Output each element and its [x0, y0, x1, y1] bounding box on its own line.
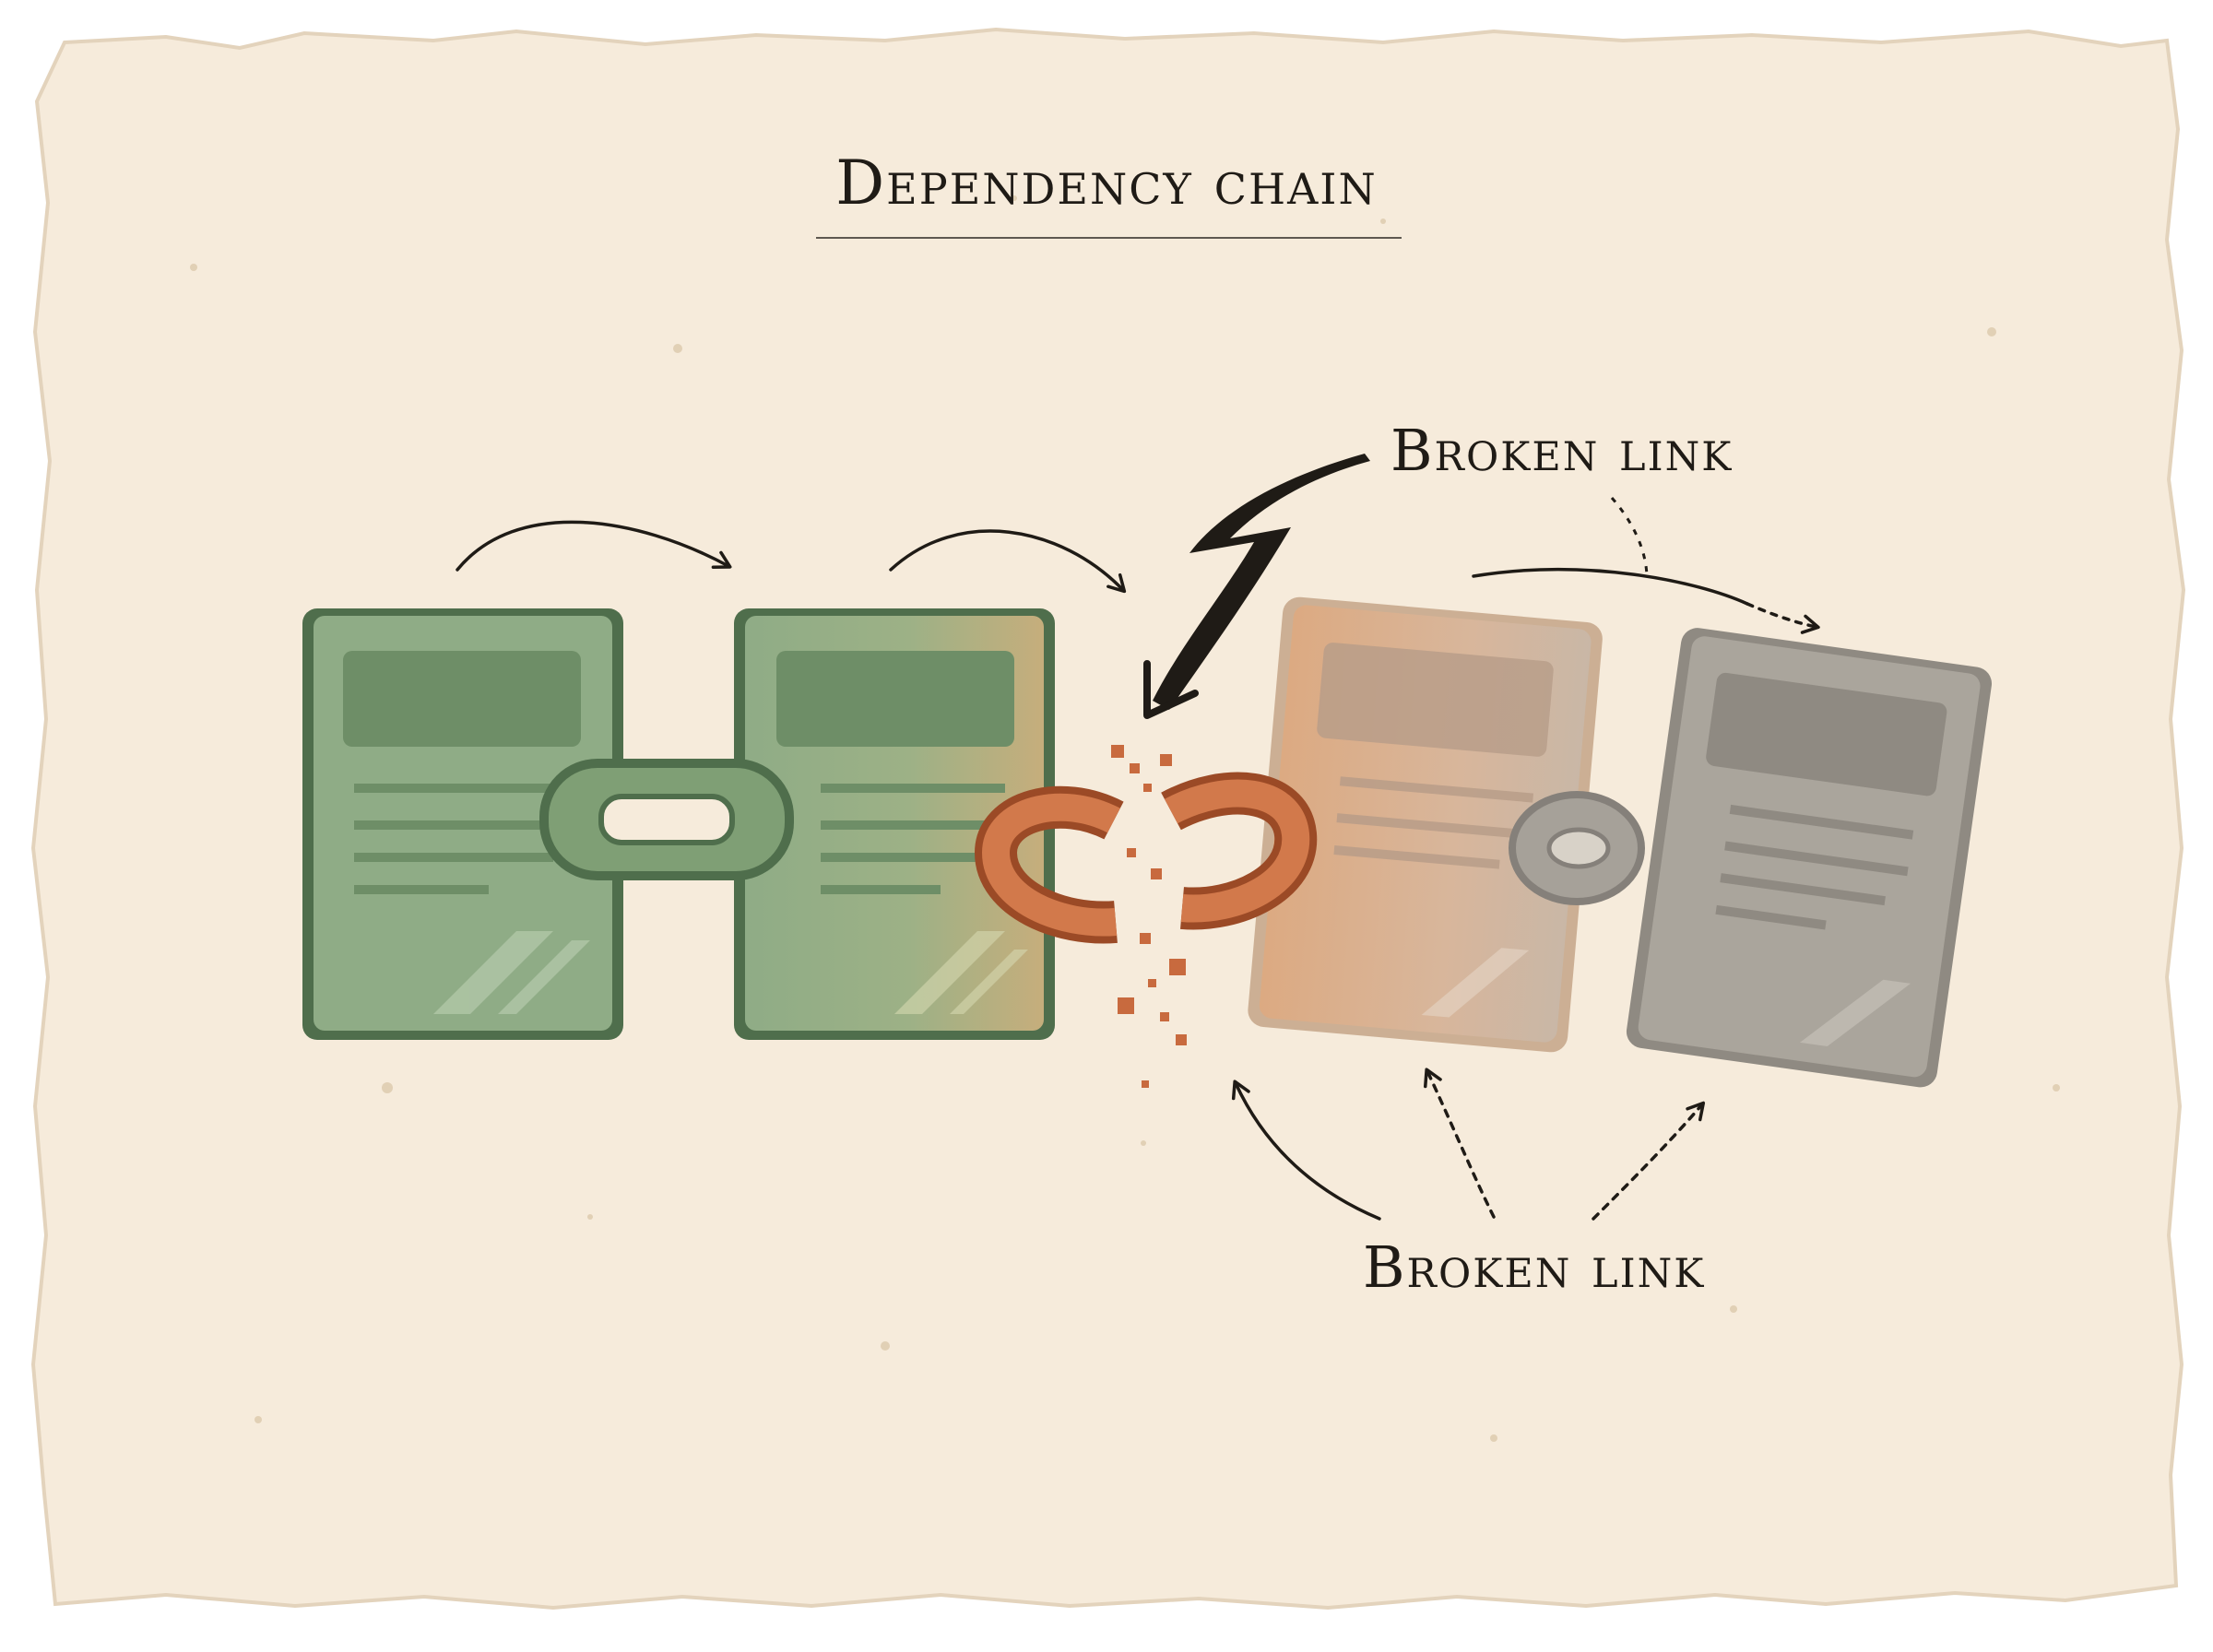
- flow-arrows: [456, 520, 1820, 634]
- flow-arrow-3-dashed: [1746, 602, 1820, 634]
- bottom-arrow-to-doc3: [1231, 1080, 1381, 1221]
- diagram-title: Dependency chain: [835, 148, 1378, 218]
- document-1-text-lines: [354, 784, 562, 894]
- broken-link-label-top: Broken link: [1391, 417, 1734, 484]
- broken-chain-link: [974, 745, 1318, 1088]
- document-node-2: [734, 608, 1055, 1040]
- document-node-4: [1626, 628, 1993, 1088]
- chain-link-intact: [539, 759, 794, 880]
- document-4-header-block: [1706, 672, 1947, 796]
- flow-arrow-2: [889, 529, 1127, 594]
- document-node-1: [302, 608, 623, 1040]
- document-4-text-lines: [1715, 804, 1914, 930]
- document-node-3: [1248, 596, 1603, 1053]
- document-2-header-block: [776, 651, 1014, 747]
- broken-link-left-half-fill: [981, 793, 1120, 937]
- document-3-header-block: [1317, 643, 1554, 757]
- document-2-shine: [894, 931, 1028, 1014]
- document-3-shine: [1421, 948, 1530, 1018]
- document-1-header-block: [343, 651, 581, 747]
- document-2-text-lines: [821, 784, 1005, 894]
- document-4-shine: [1799, 979, 1911, 1047]
- flow-arrow-1: [456, 520, 732, 572]
- chain-link-faded-hole: [1546, 827, 1611, 869]
- lightning-arrow-shape: [1153, 454, 1370, 710]
- bottom-label-arrows: [1231, 1068, 1706, 1221]
- bottom-arrow-to-doc4-left: [1423, 1068, 1496, 1219]
- chain-link-intact-hole: [598, 794, 735, 845]
- broken-link-debris: [1111, 745, 1187, 1088]
- chain-link-faded: [1509, 791, 1645, 905]
- broken-link-right-half-fill: [1164, 779, 1310, 923]
- flow-arrow-3: [1472, 568, 1749, 606]
- lightning-arrow-head: [1143, 660, 1199, 719]
- broken-link-pointer-arrow: [1143, 454, 1370, 719]
- document-1-shine: [433, 931, 590, 1014]
- bottom-arrow-to-doc4-right: [1592, 1101, 1706, 1221]
- document-3-text-lines: [1333, 776, 1534, 869]
- broken-link-label-bottom: Broken link: [1363, 1233, 1706, 1301]
- top-label-leader: [1610, 497, 1649, 577]
